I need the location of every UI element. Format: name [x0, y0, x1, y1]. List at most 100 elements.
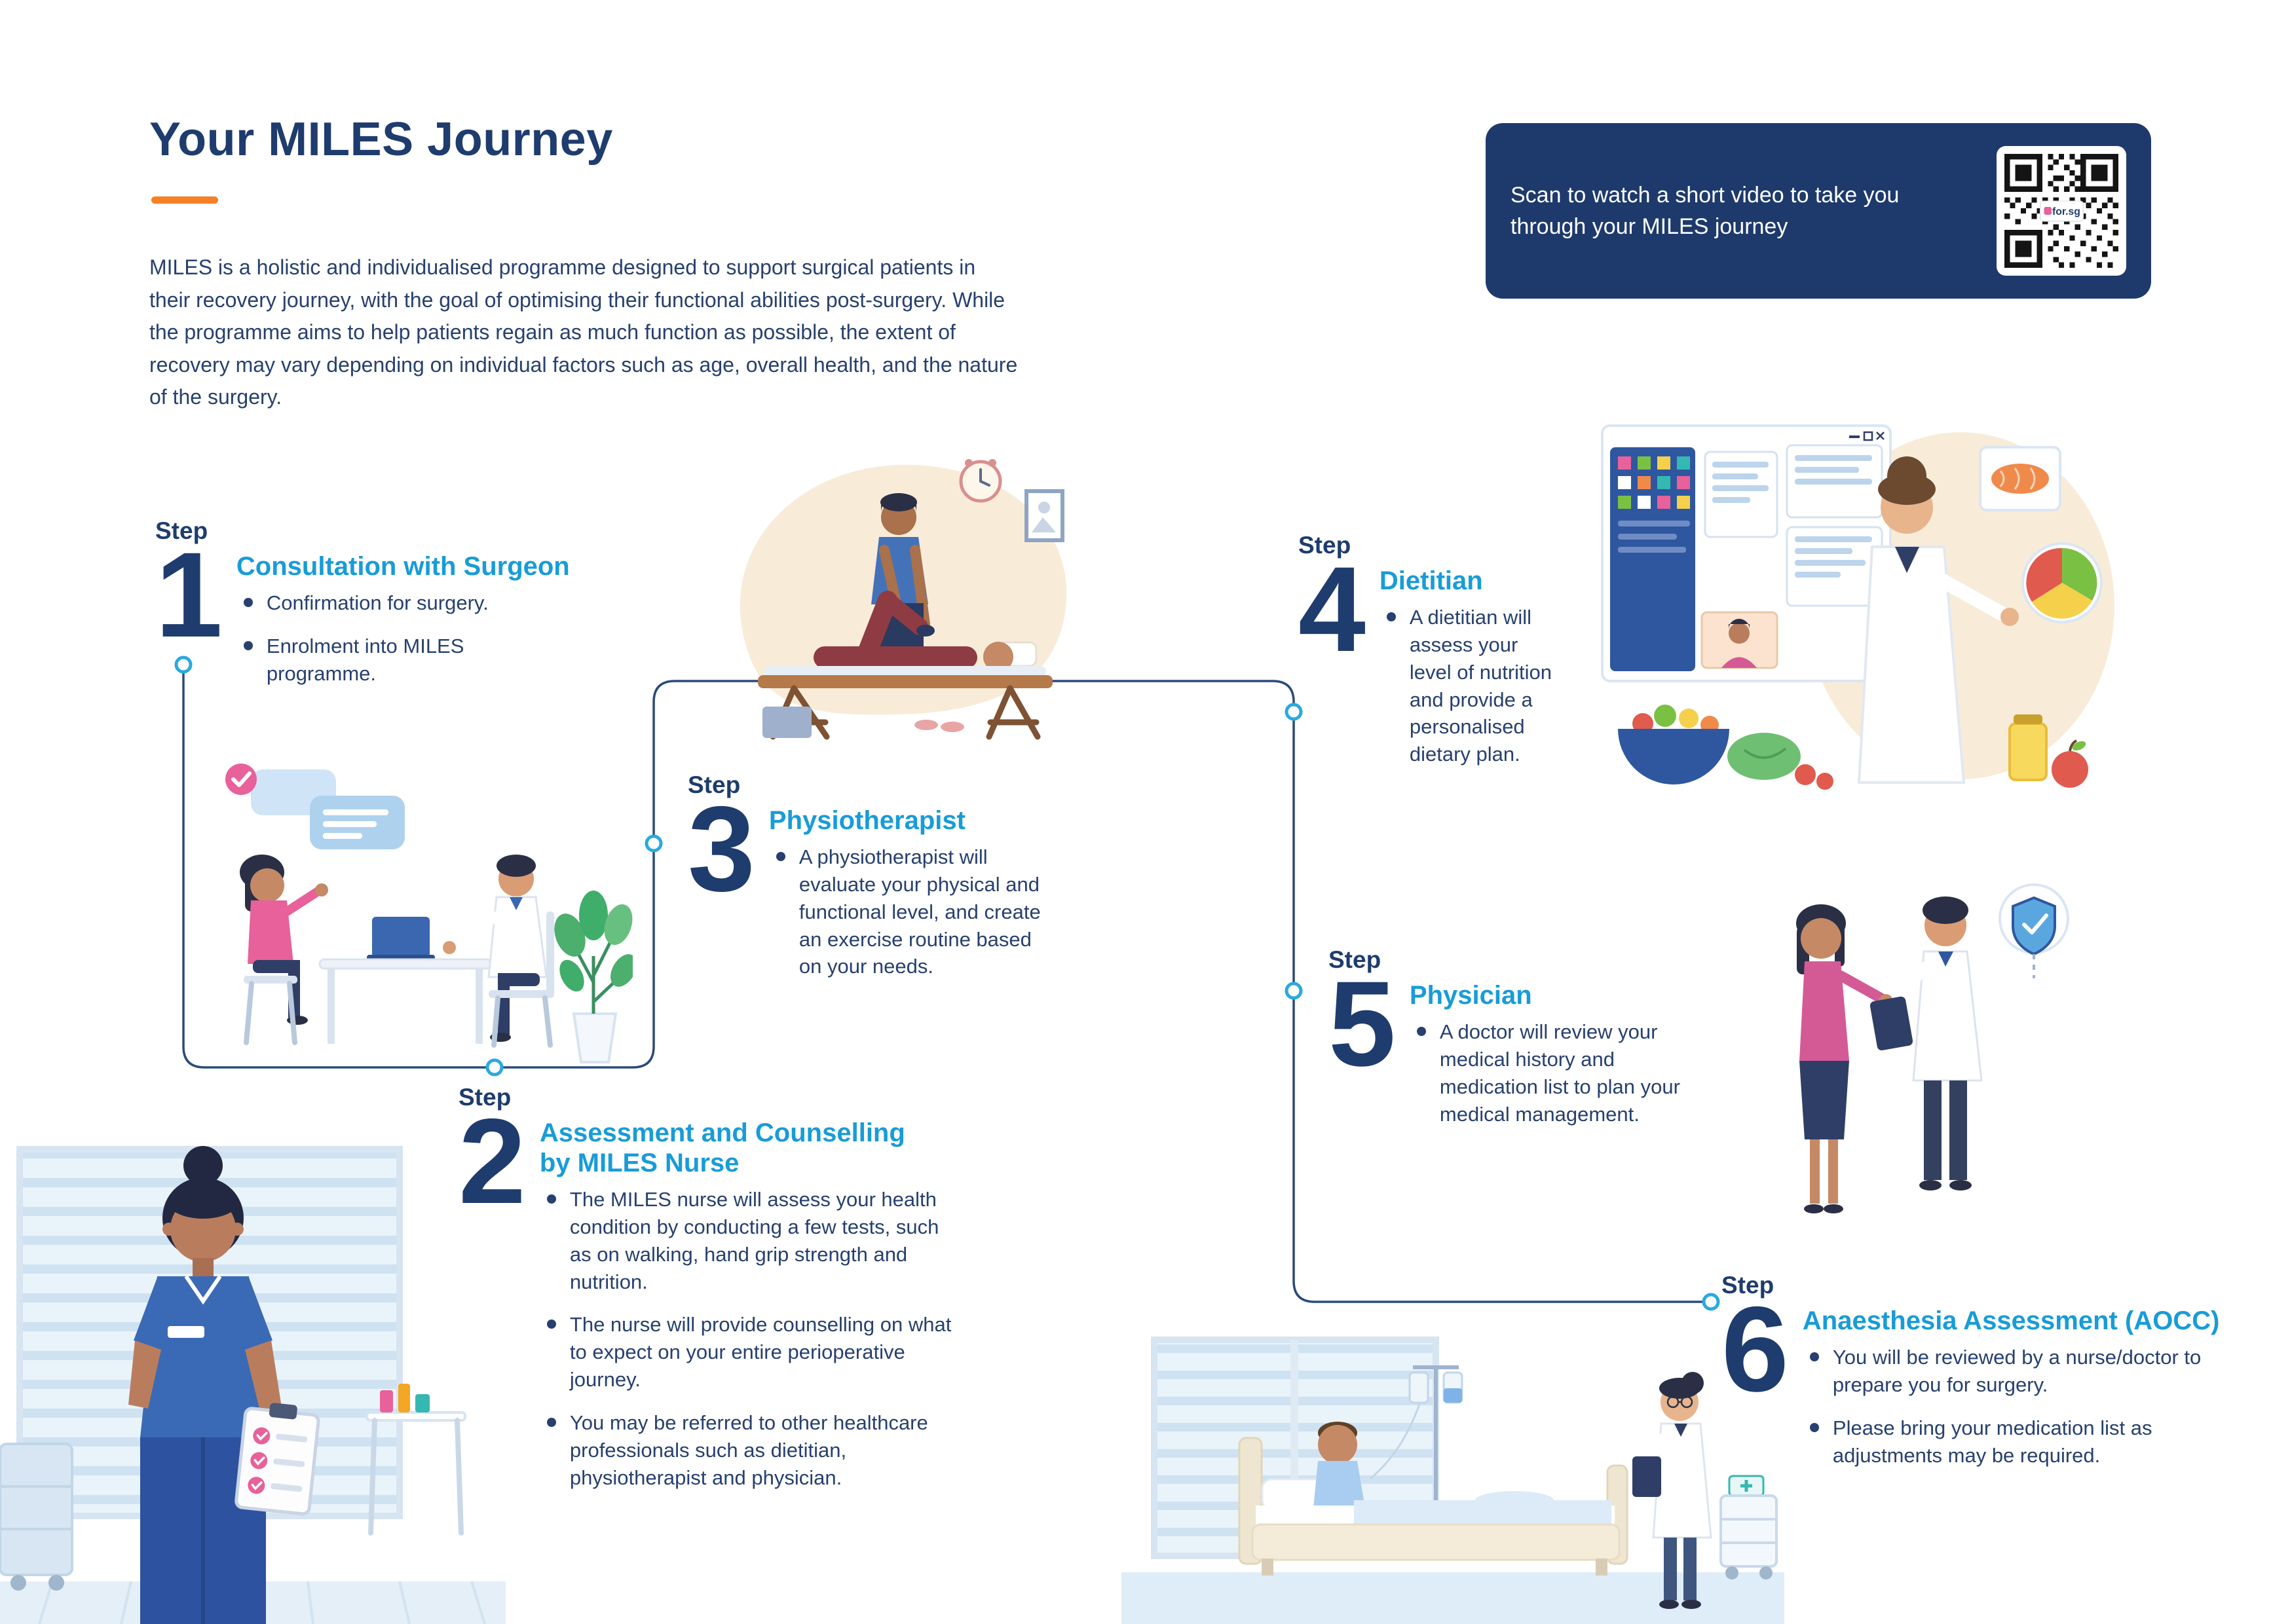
journey-node-step5 — [1285, 982, 1303, 1000]
medical-chart-tablet-icon — [1869, 996, 1913, 1051]
speech-bubbles-icon — [251, 769, 405, 849]
treatment-table — [758, 666, 1053, 740]
physician-review-illustration — [1796, 883, 2069, 1213]
step-2-indicator: Step 2 — [459, 1084, 526, 1507]
page-title: Your MILES Journey — [149, 113, 613, 166]
step-number: 4 — [1298, 542, 1366, 677]
step-6-block: Step 6 Anaesthesia Assessment (AOCC) You… — [1721, 1272, 2228, 1485]
step-3-title: Physiotherapist — [768, 806, 966, 835]
intro-paragraph: MILES is a holistic and individualised p… — [149, 255, 1018, 409]
step-label: Step — [1721, 1272, 1774, 1299]
step-label: Step — [1298, 532, 1351, 559]
physiotherapy-session-illustration — [740, 459, 1067, 740]
bullet-item: The MILES nurse will assess your health … — [540, 1186, 959, 1295]
step-number: 2 — [459, 1094, 526, 1229]
dietitian-figure — [1857, 456, 2019, 784]
patient-figure — [240, 855, 328, 1045]
journey-node-step3 — [645, 834, 663, 853]
surgeon-consultation-illustration — [225, 764, 633, 1063]
step-6-bullets: You will be reviewed by a nurse/doctor t… — [1803, 1344, 2228, 1469]
bullet-item: Please bring your medication list as adj… — [1803, 1414, 2228, 1469]
nurse-figure — [128, 1146, 320, 1624]
step-2-bullets: The MILES nurse will assess your health … — [540, 1186, 959, 1491]
journey-node-step2 — [485, 1058, 504, 1077]
step-5-block: Step 5 Physician A doctor will review yo… — [1328, 946, 1685, 1143]
patient-figure — [1796, 904, 1893, 1213]
qr-code: for.sg — [1997, 146, 2126, 276]
minimize-icon — [1849, 435, 1860, 438]
step-6-indicator: Step 6 — [1721, 1272, 1789, 1485]
step-5-indicator: Step 5 — [1328, 946, 1396, 1143]
check-badge-icon — [225, 764, 257, 795]
step-4-indicator: Step 4 — [1298, 532, 1366, 784]
step-3-bullets: A physiotherapist will evaluate your phy… — [769, 843, 1057, 980]
telehealth-browser-window — [1601, 424, 1892, 682]
miles-nurse-illustration — [0, 1146, 506, 1624]
picture-frame-icon — [1024, 489, 1064, 542]
medical-cart — [0, 1443, 73, 1591]
iv-drip-stand — [1370, 1365, 1463, 1523]
journey-node-step4 — [1285, 703, 1303, 721]
step-number: 3 — [688, 782, 755, 917]
dietitian-telehealth-illustration — [1601, 424, 2114, 790]
salmon-card-icon — [1979, 446, 2061, 511]
bullet-item: You will be reviewed by a nurse/doctor t… — [1803, 1344, 2228, 1399]
bullet-item: The nurse will provide counselling on wh… — [540, 1311, 959, 1393]
plant-icon — [554, 891, 633, 1063]
qr-code-pattern: for.sg — [2004, 154, 2118, 268]
hospital-bed-assessment-illustration — [1121, 1337, 1784, 1624]
assessing-doctor-figure — [1632, 1372, 1712, 1609]
healthy-food — [1618, 705, 2088, 790]
maximize-icon — [1863, 431, 1873, 441]
step-number: 5 — [1328, 957, 1396, 1092]
doctor-figure — [1869, 896, 1983, 1190]
step-2-block: Step 2 Assessment and Counselling by MIL… — [459, 1084, 959, 1507]
nutrition-plate-icon — [2021, 542, 2103, 623]
supply-cart — [1719, 1475, 1778, 1579]
patient-in-bed — [1238, 1422, 1628, 1576]
step-1-indicator: Step 1 — [155, 517, 223, 703]
step-5-title: Physician — [1409, 981, 1532, 1010]
desk-and-laptop — [318, 917, 493, 1044]
notes-cards — [1704, 444, 1883, 607]
step-number: 6 — [1721, 1282, 1789, 1417]
slippers-icon — [914, 720, 964, 732]
side-table-with-bottles — [366, 1384, 466, 1536]
step-3-indicator: Step 3 — [688, 771, 755, 996]
step-1-bullets: Confirmation for surgery. Enrolment into… — [236, 589, 564, 688]
qr-banner-text: Scan to watch a short video to take you … — [1511, 182, 1900, 239]
doctor-figure — [443, 855, 554, 1048]
bullet-item: A doctor will review your medical histor… — [1410, 1018, 1685, 1128]
step-label: Step — [459, 1084, 512, 1111]
tablet-icon — [1632, 1456, 1661, 1497]
step-label: Step — [155, 517, 208, 544]
step-4-block: Step 4 Dietitian A dietitian will assess… — [1298, 532, 1563, 784]
bullet-item: A dietitian will assess your level of nu… — [1380, 604, 1563, 768]
step-5-bullets: A doctor will review your medical histor… — [1410, 1018, 1685, 1128]
video-call-tile — [1700, 611, 1778, 669]
bullet-item: Confirmation for surgery. — [236, 589, 564, 617]
step-number: 1 — [155, 528, 223, 663]
forsg-logo-icon — [2044, 207, 2052, 215]
step-1-block: Step 1 Consultation with Surgeon Confirm… — [155, 517, 570, 703]
step-4-bullets: A dietitian will assess your level of nu… — [1380, 604, 1563, 768]
journey-node-step1 — [174, 655, 193, 674]
bullet-item: Enrolment into MILES programme. — [236, 633, 564, 688]
step-label: Step — [688, 771, 741, 798]
close-icon — [1876, 432, 1885, 440]
step-2-title: Assessment and Counselling by MILES Nurs… — [539, 1118, 905, 1177]
patient-figure — [814, 591, 1038, 672]
step-label: Step — [1328, 946, 1381, 973]
step-4-title: Dietitian — [1379, 566, 1483, 595]
schedule-grid — [1618, 456, 1690, 553]
qr-banner: Scan to watch a short video to take you … — [1486, 123, 2151, 299]
step-6-title: Anaesthesia Assessment (AOCC) — [1802, 1306, 2220, 1335]
qr-code-label: for.sg — [2052, 206, 2080, 217]
checklist-clipboard-icon — [235, 1403, 320, 1516]
bullet-item: A physiotherapist will evaluate your phy… — [769, 843, 1057, 980]
journey-node-step6 — [1702, 1293, 1720, 1311]
step-1-title: Consultation with Surgeon — [236, 552, 570, 581]
bullet-item: You may be referred to other healthcare … — [540, 1409, 959, 1492]
